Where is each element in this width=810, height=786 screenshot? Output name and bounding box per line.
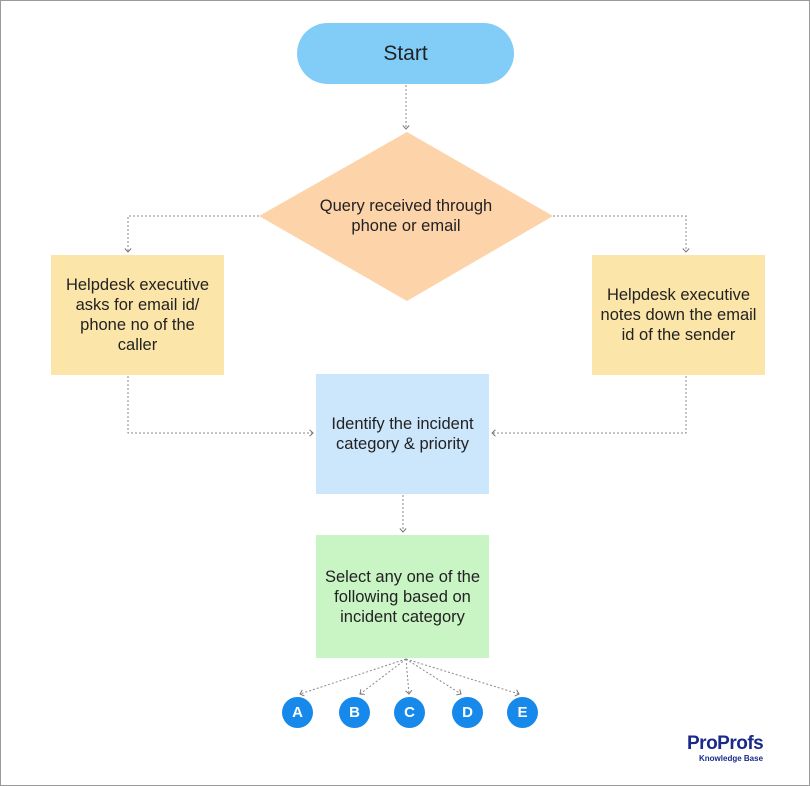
proprofs-logo: ProProfs Knowledge Base — [687, 734, 777, 764]
connector-select-e — [405, 658, 520, 697]
helpdesk-asks-node: Helpdesk executive asks for email id/ ph… — [51, 255, 224, 375]
decision-diamond — [259, 132, 553, 301]
start-node: Start — [297, 23, 514, 84]
option-c: C — [394, 697, 425, 728]
connector-select-b — [359, 658, 407, 695]
helpdesk-notes-node: Helpdesk executive notes down the email … — [592, 255, 765, 375]
option-d: D — [452, 697, 483, 728]
logo-wordmark: ProProfs — [687, 733, 764, 754]
option-e: E — [507, 697, 538, 728]
connector-decision-right — [553, 215, 690, 253]
connector-left-identify — [127, 376, 314, 437]
connector-select-d — [405, 658, 462, 696]
connector-select-a — [299, 658, 407, 697]
identify-category-node: Identify the incident category & priorit… — [316, 374, 489, 494]
option-b: B — [339, 697, 370, 728]
select-option-node: Select any one of the following based on… — [316, 535, 489, 658]
logo-tagline: Knowledge Base — [699, 754, 764, 763]
connector-right-identify — [491, 376, 687, 437]
connector-select-c — [405, 658, 413, 695]
connector-decision-left — [124, 215, 259, 253]
option-a: A — [282, 697, 313, 728]
decision-node-label: Query received through phone or email — [319, 197, 493, 235]
